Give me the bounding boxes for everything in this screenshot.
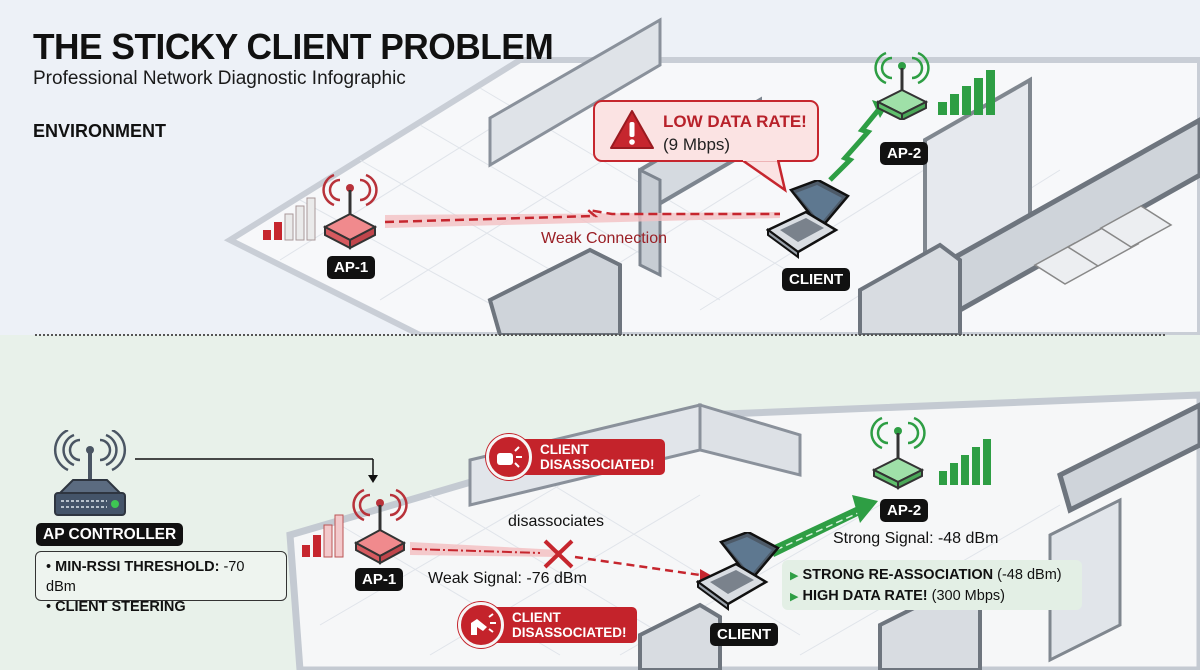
ap2-label: AP-2 <box>880 142 929 165</box>
client-laptop-icon <box>766 180 850 259</box>
environment-label: ENVIRONMENT <box>33 121 167 141</box>
signal-bars-icon <box>939 439 991 485</box>
play-triangle-icon: ▶ <box>790 570 799 582</box>
signal-bars-icon <box>302 514 344 558</box>
ap-controller-label: AP CONTROLLER <box>36 523 184 546</box>
punch-fist-icon <box>486 434 532 480</box>
low-data-rate-alert: LOW DATA RATE! (9 Mbps) <box>593 100 819 162</box>
ap-controller-icon <box>53 430 127 516</box>
ap2-device <box>870 416 991 490</box>
ap1-label: AP-1 <box>327 256 376 279</box>
weak-signal-label: Weak Signal: -76 dBm <box>428 570 587 587</box>
disassociates-label: disassociates <box>508 513 605 530</box>
ap1-device <box>302 488 408 565</box>
blocked-x-icon <box>543 539 574 569</box>
problem-panel: THE STICKY CLIENT PROBLEM Professional N… <box>33 17 1200 335</box>
strong-signal-label: Strong Signal: -48 dBm <box>833 530 999 547</box>
alert-value: (9 Mbps) <box>663 135 731 154</box>
problem-subtitle: Professional Network Diagnostic Infograp… <box>33 68 406 89</box>
warning-triangle-icon <box>610 110 654 149</box>
settings-item: • CLIENT STEERING <box>46 599 186 615</box>
settings-item: • MIN-RSSI THRESHOLD: -70 dBm <box>46 559 245 595</box>
settings-summary-box: • MIN-RSSI THRESHOLD: -70 dBm • CLIENT S… <box>35 551 287 615</box>
result-item: ▶HIGH DATA RATE! (300 Mbps) <box>790 588 1005 604</box>
solution-panel: THE SOLUTION: MIN-RSSI THRESHOLD & CLIEN… <box>0 335 1200 670</box>
signal-bars-icon <box>263 197 316 241</box>
router-icon <box>874 51 930 120</box>
client-laptop-icon <box>696 532 780 611</box>
result-summary-box: ▶STRONG RE-ASSOCIATION (-48 dBm) ▶HIGH D… <box>782 560 1082 610</box>
signal-bars-icon <box>938 70 995 115</box>
client-label: CLIENT <box>782 268 851 291</box>
section-divider <box>35 334 1165 336</box>
weak-connection-label: Weak Connection <box>541 230 667 247</box>
callout-pointer <box>740 160 787 193</box>
problem-title: THE STICKY CLIENT PROBLEM <box>33 26 554 67</box>
ap1-label: AP-1 <box>355 568 404 591</box>
kick-boot-icon <box>458 602 504 648</box>
result-item: ▶STRONG RE-ASSOCIATION (-48 dBm) <box>790 567 1062 583</box>
ap2-label: AP-2 <box>880 499 929 522</box>
ap2-device <box>874 51 995 120</box>
client-label: CLIENT <box>710 623 779 646</box>
ap1-device <box>263 173 378 250</box>
alert-heading: LOW DATA RATE! <box>663 112 807 131</box>
router-icon <box>870 416 926 490</box>
play-triangle-icon: ▶ <box>790 591 799 603</box>
router-icon <box>352 488 408 565</box>
router-icon <box>322 173 378 250</box>
